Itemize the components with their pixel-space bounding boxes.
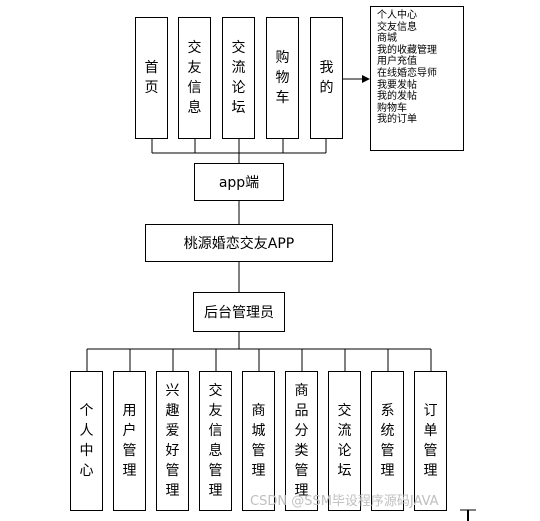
top-module-label: 购物车	[275, 50, 290, 106]
watermark-text: CSDN @SSM毕设程序源码JAVA	[250, 494, 439, 509]
admin-module-label: 用户管理	[122, 403, 137, 479]
admin-module-label: 商城管理	[251, 403, 266, 479]
mine-menu-item: 个人中心	[377, 10, 417, 21]
mine-menu-item: 我要发帖	[377, 79, 417, 91]
admin-module-label: 交流论坛	[337, 403, 352, 479]
top-module-label: 交友信息	[187, 40, 202, 116]
mine-menu-list: 个人中心 交友信息 商城 我的收藏管理 用户充值 在线婚恋导师 我要发帖 我的发…	[370, 6, 464, 151]
admin-module-mall-management: 商城管理	[242, 371, 275, 511]
admin-module-label: 个人中心	[79, 403, 94, 479]
admin-module-hobby-management: 兴趣爱好管理	[156, 371, 189, 511]
mine-menu-item: 商城	[377, 33, 397, 45]
mine-menu-item: 购物车	[377, 102, 407, 114]
admin-module-forum: 交流论坛	[328, 371, 361, 511]
admin-module-label: 商品分类管理	[294, 383, 309, 499]
top-module-label: 交流论坛	[231, 40, 246, 116]
mine-menu-item: 我的收藏管理	[377, 44, 437, 56]
app-client-label: app端	[218, 175, 260, 191]
app-name-label: 桃源婚恋交友APP	[183, 236, 295, 252]
admin-label: 后台管理员	[204, 305, 274, 321]
admin-module-dating-info-management: 交友信息管理	[199, 371, 232, 511]
mine-menu-item: 我的发帖	[377, 91, 417, 103]
admin-module-category-management: 商品分类管理	[285, 371, 318, 511]
top-module-dating-info: 交友信息	[178, 17, 211, 139]
top-module-label: 我的	[319, 60, 334, 96]
top-module-mine: 我的	[310, 17, 343, 139]
top-module-label: 首页	[144, 60, 159, 96]
admin-module-label: 订单管理	[423, 403, 438, 479]
mine-menu-item: 用户充值	[377, 56, 417, 68]
app-name-box: 桃源婚恋交友APP	[145, 224, 333, 262]
admin-module-user-management: 用户管理	[113, 371, 146, 511]
admin-module-label: 兴趣爱好管理	[165, 383, 180, 499]
admin-module-label: 系统管理	[380, 403, 395, 479]
admin-module-personal-center: 个人中心	[70, 371, 103, 511]
mine-menu-item: 交友信息	[377, 21, 417, 33]
top-module-cart: 购物车	[266, 17, 299, 139]
top-module-forum: 交流论坛	[222, 17, 255, 139]
mine-menu-item: 我的订单	[377, 114, 417, 126]
mine-menu-item: 在线婚恋导师	[377, 67, 437, 79]
admin-module-order-management: 订单管理	[414, 371, 447, 511]
admin-module-label: 交友信息管理	[208, 383, 223, 499]
app-client-box: app端	[194, 163, 284, 201]
top-module-home: 首页	[135, 17, 168, 139]
admin-module-system-management: 系统管理	[371, 371, 404, 511]
admin-box: 后台管理员	[193, 292, 285, 332]
